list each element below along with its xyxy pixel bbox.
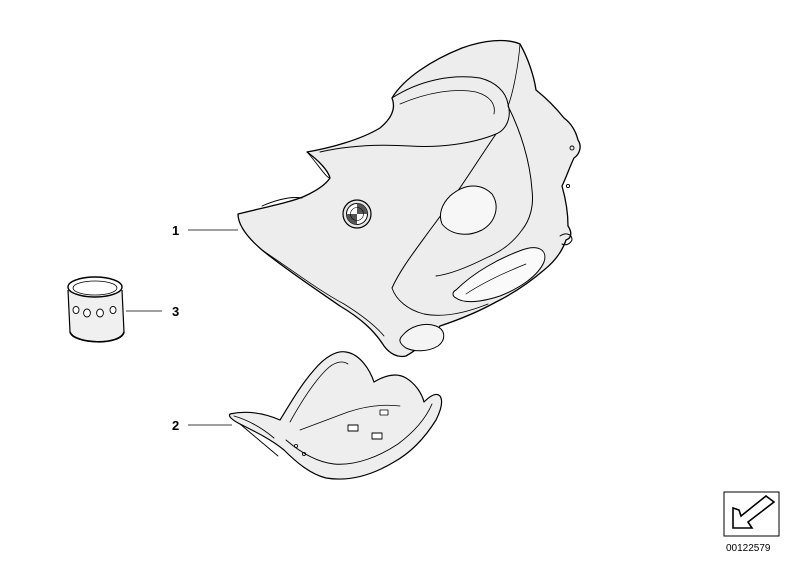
fairing-side-panel[interactable] (237, 39, 581, 358)
fairing-rib-top (319, 76, 510, 153)
fairing-bracket (559, 233, 573, 246)
fairing-rib-right (435, 229, 523, 277)
fairing-notch (261, 151, 331, 207)
sleeve-holes (72, 305, 117, 318)
fairing-trim-lower (261, 249, 385, 337)
fairing-cutout-upper (439, 185, 497, 235)
lower-section-hole (293, 443, 298, 448)
fairing-lower-section[interactable] (228, 351, 443, 480)
fairing-vent-inner (465, 263, 527, 295)
fairing-rib-diagonal-a (391, 133, 497, 289)
sleeve-body (67, 289, 125, 343)
sleeve-bottom-rim (69, 331, 125, 343)
lower-section-tab-2 (371, 432, 383, 440)
fairing-mount-hole (569, 145, 575, 151)
lower-section-left-flange (233, 415, 279, 457)
sleeve-top-rim-inner (72, 280, 118, 296)
lower-section-hole-2 (301, 451, 306, 456)
fairing-rib-lower (391, 287, 489, 316)
ring-sleeve[interactable] (67, 276, 125, 343)
lower-section-floor (299, 404, 401, 431)
lower-section-outline (228, 351, 443, 480)
lower-section-tab-3 (379, 409, 389, 416)
sleeve-top-rim (67, 276, 123, 298)
lower-section-inner-rim (285, 403, 433, 465)
fairing-rib-top-inner (399, 90, 495, 115)
callout-lines (126, 229, 238, 426)
fairing-outline (237, 39, 581, 358)
arrow-shape (732, 494, 776, 529)
fairing-rib-diagonal-b (507, 105, 533, 231)
lower-section-inner-rim-2 (289, 361, 349, 423)
callout-3: 3 (172, 304, 179, 319)
bmw-roundel-icon (342, 199, 372, 229)
fairing-rib-diagonal-c (507, 43, 521, 107)
fairing-bottom-cutout (399, 323, 445, 352)
diagram-number: 00122579 (726, 543, 771, 554)
arrow-box-icon (723, 491, 780, 537)
lower-section-tab-1 (347, 424, 359, 432)
callout-2: 2 (172, 418, 179, 433)
fairing-mount-hole-lower (565, 183, 571, 189)
callout-1: 1 (172, 223, 179, 238)
